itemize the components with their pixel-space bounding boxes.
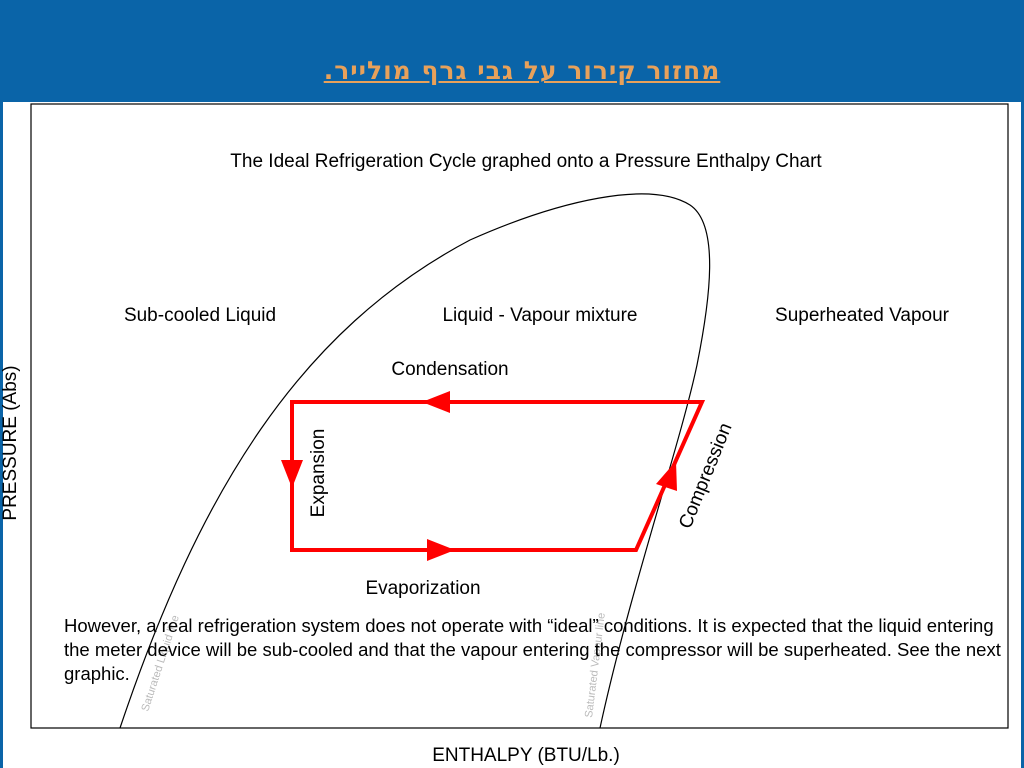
refrigeration-cycle-path [290, 400, 706, 552]
right-border-strip [1021, 102, 1024, 768]
process-label-expansion: Expansion [308, 429, 329, 518]
left-border-strip [0, 102, 3, 768]
diagram-title: The Ideal Refrigeration Cycle graphed on… [230, 151, 822, 172]
compression-arrow [656, 461, 677, 491]
y-axis-label: PRESSURE (Abs) [0, 365, 21, 520]
evaporization-arrow [427, 539, 455, 561]
chart-frame [30, 103, 1009, 729]
expansion-arrow [281, 460, 303, 488]
header-bar [0, 0, 1024, 102]
condensation-arrow [422, 391, 450, 413]
region-label-mixture: Liquid - Vapour mixture [442, 305, 637, 326]
region-label-subcooled: Sub-cooled Liquid [124, 305, 276, 326]
process-label-condensation: Condensation [391, 359, 508, 380]
process-label-evaporization: Evaporization [365, 578, 480, 599]
slide-title: מחזור קירור על גבי גרף מולייר. [323, 56, 721, 85]
x-axis-label: ENTHALPY (BTU/Lb.) [432, 745, 620, 766]
region-label-superheated: Superheated Vapour [775, 305, 950, 326]
explanatory-note: However, a real refrigeration system doe… [64, 615, 1001, 684]
